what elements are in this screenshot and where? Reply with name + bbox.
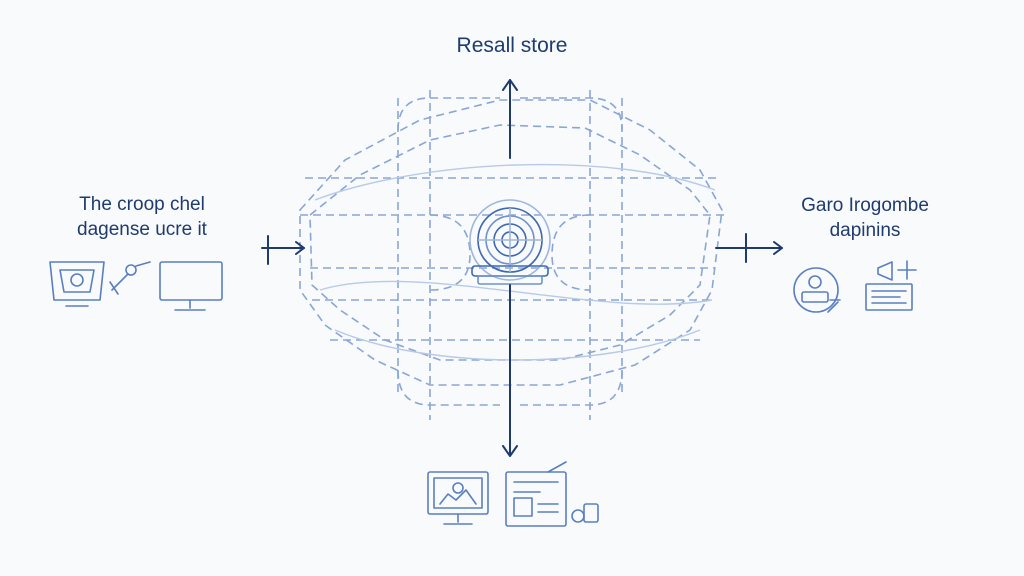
arrow-down-head	[502, 445, 518, 457]
user-circle-icon	[793, 267, 841, 313]
monitor-icon	[159, 261, 223, 311]
left-icons	[49, 261, 223, 311]
swoosh-bottom	[334, 329, 701, 361]
arrow-right-out-head	[773, 241, 783, 255]
left-label-line1: The croop chel	[79, 194, 205, 215]
box-top-left	[397, 97, 500, 131]
inner-box-right	[551, 214, 591, 291]
bottom-icons	[427, 461, 599, 527]
arrow-left-in-head	[295, 241, 305, 255]
arrow-up-head	[502, 79, 518, 91]
inner-shell	[309, 124, 711, 361]
badge-icon	[49, 261, 105, 307]
box-top-right	[520, 97, 623, 131]
swoosh-top	[314, 163, 716, 201]
diagram-title: Resall store	[456, 34, 568, 57]
small-tool-icon	[571, 503, 599, 523]
central-hub-icon	[469, 199, 551, 285]
dashed-wireframe	[299, 90, 725, 420]
megaphone-icon	[877, 260, 917, 281]
main-arrows	[261, 79, 783, 457]
right-label-line1: Garo Irogombe	[801, 195, 929, 216]
outer-shell	[299, 99, 723, 386]
document-icon	[865, 283, 913, 311]
swoosh-lines	[314, 163, 716, 361]
swoosh-mid	[319, 280, 713, 305]
right-icons	[793, 260, 917, 313]
desktop-screen-icon	[427, 471, 489, 525]
box-bottom-left	[397, 369, 500, 406]
dashboard-panel-icon	[505, 461, 567, 527]
inner-box-left	[429, 214, 471, 291]
tool-connector-icon	[109, 261, 151, 295]
left-label-line2: dagense ucre it	[77, 219, 207, 240]
box-bottom-right	[520, 369, 623, 406]
right-label-line2: dapinins	[829, 220, 901, 241]
